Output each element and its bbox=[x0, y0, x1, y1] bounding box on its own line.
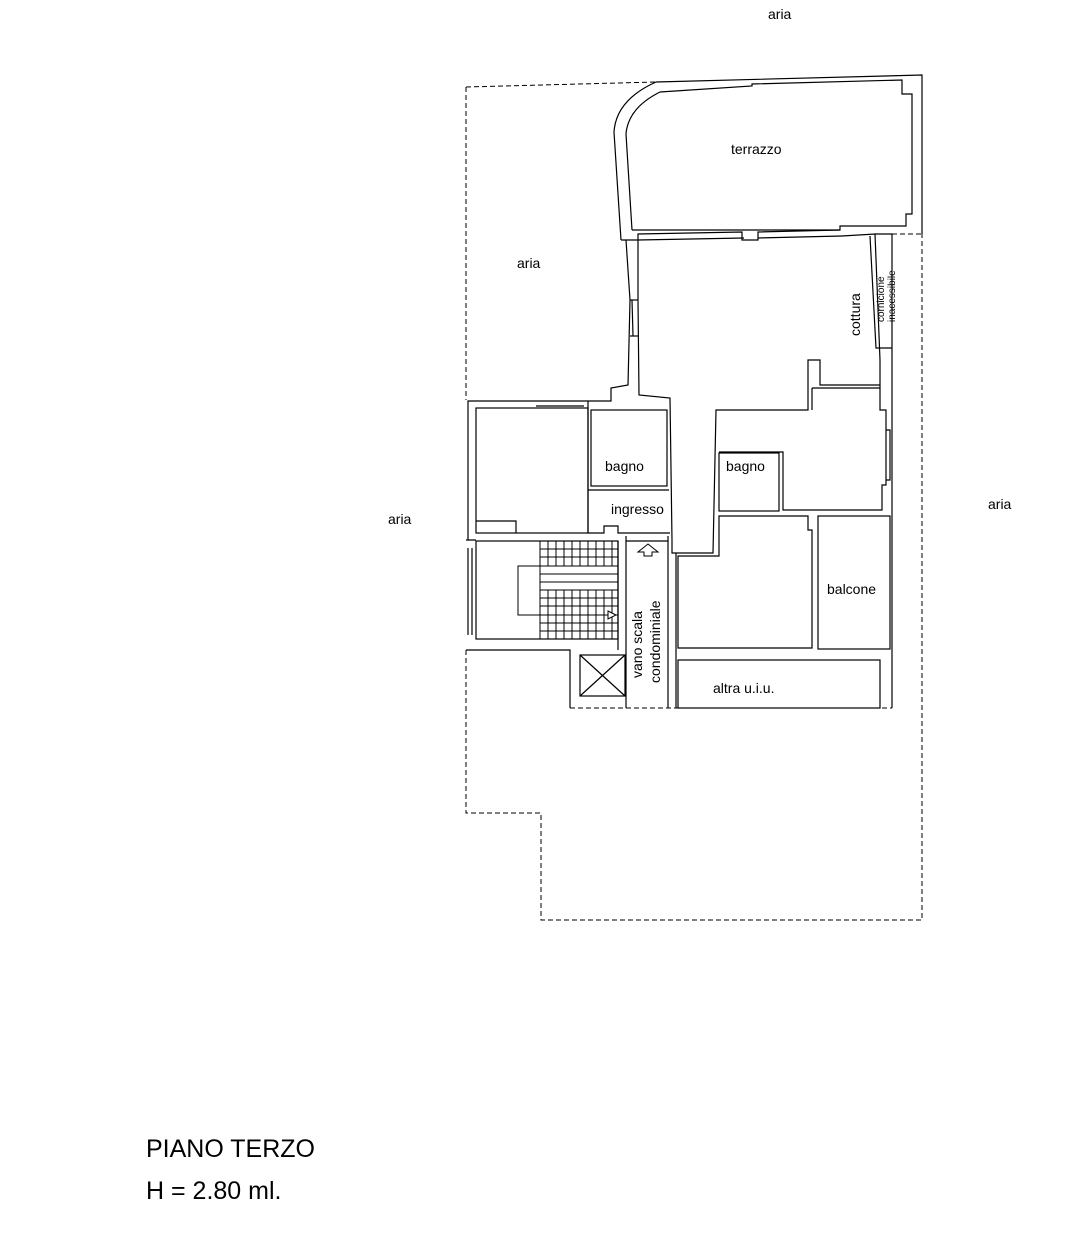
property-boundary bbox=[465, 81, 923, 921]
label-cornicione: cornicione bbox=[876, 276, 887, 322]
label-aria-left: aria bbox=[388, 511, 412, 527]
label-vano-scala: vano scala bbox=[629, 611, 645, 678]
stair-arrow-icon bbox=[540, 610, 618, 620]
label-balcone: balcone bbox=[827, 581, 876, 597]
apartment-walls bbox=[466, 233, 893, 709]
label-aria-inner: aria bbox=[517, 255, 541, 271]
plan-height: H = 2.80 ml. bbox=[146, 1177, 282, 1205]
label-condominiale: condominiale bbox=[647, 600, 663, 683]
label-altra-uiu: altra u.i.u. bbox=[713, 680, 774, 696]
entrance-arrow-icon bbox=[636, 543, 660, 557]
terrace-walls bbox=[613, 74, 923, 241]
label-bagno-left: bagno bbox=[605, 458, 644, 474]
label-ingresso: ingresso bbox=[611, 501, 664, 517]
label-aria-right: aria bbox=[988, 496, 1012, 512]
label-cottura: cottura bbox=[847, 293, 863, 336]
label-bagno-right: bagno bbox=[726, 458, 765, 474]
stair-treads bbox=[517, 541, 618, 639]
plan-title: PIANO TERZO bbox=[146, 1135, 316, 1163]
label-terrazzo: terrazzo bbox=[731, 141, 782, 157]
label-aria-top: aria bbox=[768, 6, 792, 22]
label-inacessibile: inacessibile bbox=[887, 270, 898, 322]
